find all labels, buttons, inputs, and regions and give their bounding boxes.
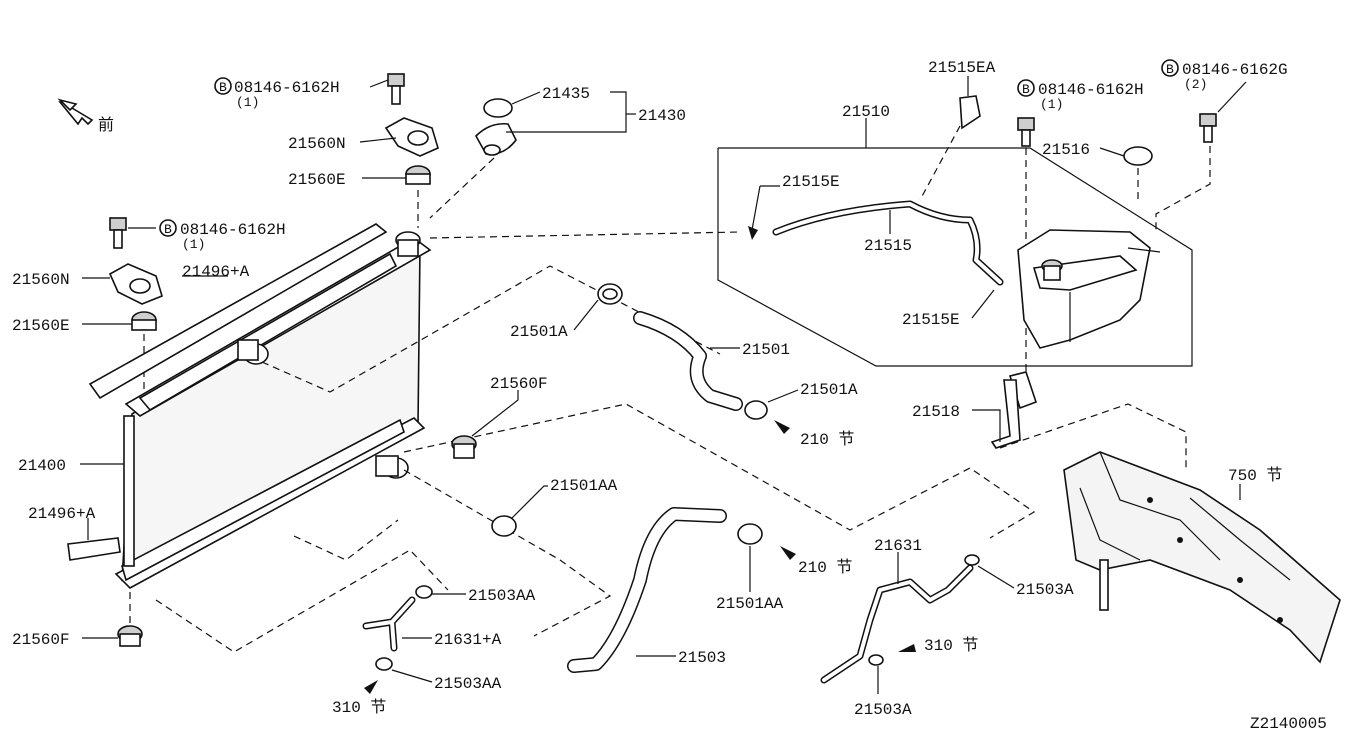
- bolt-h-top-label: 08146-6162H: [234, 79, 340, 97]
- p21503a-bottom-label: 21503A: [854, 701, 912, 719]
- bracket-21560n-left: [108, 263, 163, 305]
- qty-top-label: (1): [236, 95, 259, 110]
- ref310-b-label: 310 节: [924, 636, 978, 655]
- p21631a-label: 21631+A: [434, 631, 502, 649]
- cap-seal-21435: [483, 98, 513, 118]
- clamp-21501a-right: [744, 400, 768, 420]
- svg-text:B: B: [1166, 62, 1174, 77]
- p21560n-top-label: 21560N: [288, 135, 346, 153]
- diagram-code: Z2140005: [1250, 715, 1327, 733]
- pipe-21631: [820, 564, 974, 684]
- p21515e-bottom-label: 21515E: [902, 311, 960, 329]
- seal-21496a-bottom: [67, 537, 121, 561]
- bolt-right: [1017, 117, 1035, 147]
- p21501a-right-label: 21501A: [800, 381, 858, 399]
- clamp-21501aa-bottom: [737, 523, 763, 545]
- p21496a-top-label: 21496+A: [182, 263, 250, 281]
- svg-text:B: B: [164, 222, 172, 237]
- p21501a-left-label: 21501A: [510, 323, 568, 341]
- body-panel-750: [1063, 451, 1341, 664]
- p21515ea-label: 21515EA: [928, 59, 996, 77]
- p21501aa-bottom-label: 21501AA: [716, 595, 784, 613]
- pipe-21631a: [362, 596, 416, 652]
- ref310-a-label: 310 节: [332, 698, 386, 717]
- svg-text:B: B: [1022, 82, 1030, 97]
- qty-left-label: (1): [182, 237, 205, 252]
- clip-21515e-top: [748, 226, 758, 240]
- reservoir-tank: [1017, 229, 1161, 349]
- bolt-symbol-icon: B: [1017, 79, 1035, 97]
- grommet-21560f-mid: [451, 435, 477, 459]
- clamp-21503a-bottom: [868, 654, 884, 666]
- flow-arrow-icon: [774, 420, 790, 434]
- flow-arrow-icon: [898, 644, 916, 652]
- p21503a-right-label: 21503A: [1016, 581, 1074, 599]
- ref750-label: 750 节: [1228, 466, 1282, 485]
- p21515e-top-label: 21515E: [782, 173, 840, 191]
- clamp-21503aa-bottom: [375, 657, 393, 671]
- bolt-left: [109, 217, 127, 249]
- reservoir-cap-21516: [1123, 146, 1153, 166]
- lower-hose-21503: [567, 507, 727, 673]
- bolt-symbol-icon: B: [1161, 59, 1179, 77]
- clamp-21503aa-top: [415, 585, 433, 599]
- p21501-label: 21501: [742, 341, 790, 359]
- p21400-label: 21400: [18, 457, 66, 475]
- flow-arrow-icon: [364, 680, 378, 694]
- p21560e-top-label: 21560E: [288, 171, 346, 189]
- qty-right-label: (1): [1040, 97, 1063, 112]
- grommet-21560f-left: [117, 625, 143, 647]
- grommet-21560e-left: [131, 311, 157, 331]
- p21560f-mid-label: 21560F: [490, 375, 548, 393]
- p21435-label: 21435: [542, 85, 590, 103]
- ref210-a-label: 210 节: [800, 430, 854, 449]
- svg-text:B: B: [219, 80, 227, 95]
- radiator-cap-21430: [475, 122, 517, 156]
- bracket-21518: [990, 371, 1038, 449]
- p21503aa-bottom-label: 21503AA: [434, 675, 502, 693]
- seal-21496a-top: [88, 223, 388, 400]
- bolt-top: [387, 73, 405, 105]
- bracket-21560n-top: [384, 117, 439, 157]
- reservoir-group-box: [717, 147, 1193, 367]
- p21631-label: 21631: [874, 537, 922, 555]
- clamp-21501aa-top: [491, 515, 517, 537]
- clamp-21503a-right: [964, 554, 980, 566]
- upper-hose-21501: [633, 311, 743, 411]
- p21430-label: 21430: [638, 107, 686, 125]
- bolt-symbol-icon: B: [214, 77, 232, 95]
- front-label: 前: [98, 116, 114, 135]
- qty-2-label: (2): [1184, 77, 1207, 92]
- p21516-label: 21516: [1042, 141, 1090, 159]
- p21503-label: 21503: [678, 649, 726, 667]
- p21560n-left-label: 21560N: [12, 271, 70, 289]
- bolt-far-right: [1199, 113, 1217, 143]
- overflow-hose-21515: [772, 200, 1004, 286]
- p21496a-bottom-label: 21496+A: [28, 505, 96, 523]
- p21501aa-top-label: 21501AA: [550, 477, 618, 495]
- p21515-label: 21515: [864, 237, 912, 255]
- bolt-symbol-icon: B: [159, 219, 177, 237]
- bolt-g-label: 08146-6162G: [1182, 61, 1288, 79]
- front-arrow-icon: [57, 98, 94, 126]
- ref210-b-label: 210 节: [798, 558, 852, 577]
- p21510-label: 21510: [842, 103, 890, 121]
- grommet-21560e-top: [405, 165, 431, 185]
- radiator-21400: [114, 231, 432, 589]
- clamp-21501a-left: [597, 283, 623, 305]
- flow-arrow-icon: [780, 546, 796, 560]
- bolt-h-right-label: 08146-6162H: [1038, 81, 1144, 99]
- p21518-label: 21518: [912, 403, 960, 421]
- p21560f-left-label: 21560F: [12, 631, 70, 649]
- bolt-h-left-label: 08146-6162H: [180, 221, 286, 239]
- p21560e-left-label: 21560E: [12, 317, 70, 335]
- clip-21515ea: [959, 95, 981, 130]
- p21503aa-top-label: 21503AA: [468, 587, 536, 605]
